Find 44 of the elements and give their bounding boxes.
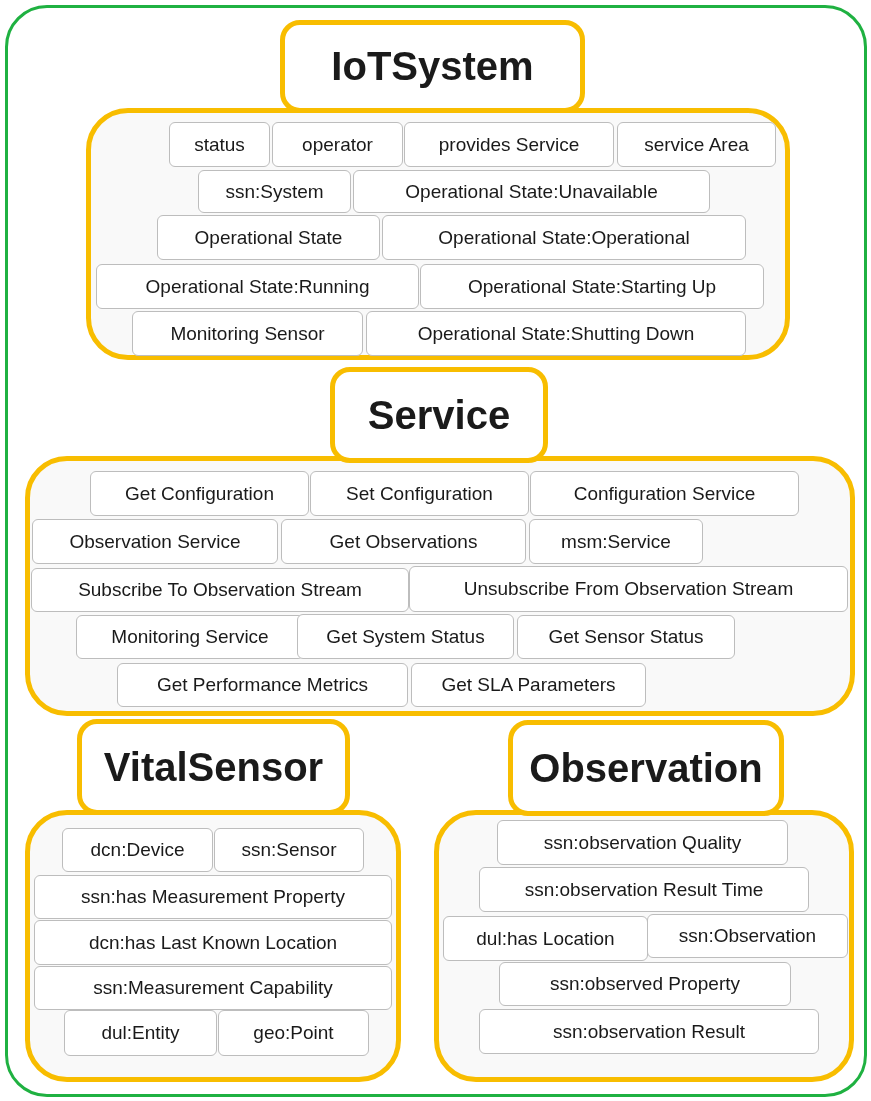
term-box: ssn:observation Quality bbox=[497, 820, 788, 865]
term-box: dcn:Device bbox=[62, 828, 213, 872]
term-box: ssn:observation Result Time bbox=[479, 867, 809, 912]
term-box: Configuration Service bbox=[530, 471, 799, 516]
term-box: ssn:Sensor bbox=[214, 828, 364, 872]
term-box: Get SLA Parameters bbox=[411, 663, 646, 707]
term-box: dcn:has Last Known Location bbox=[34, 920, 392, 965]
term-box: service Area bbox=[617, 122, 776, 167]
term-box: ssn:Measurement Capability bbox=[34, 966, 392, 1010]
term-box: provides Service bbox=[404, 122, 614, 167]
term-box: Get Configuration bbox=[90, 471, 309, 516]
term-box: ssn:System bbox=[198, 170, 351, 213]
term-box: Observation Service bbox=[32, 519, 278, 564]
term-box: Monitoring Sensor bbox=[132, 311, 363, 356]
group-panel bbox=[86, 108, 790, 360]
term-box: Set Configuration bbox=[310, 471, 529, 516]
term-box: geo:Point bbox=[218, 1010, 369, 1056]
title-box: Service bbox=[330, 367, 548, 463]
term-box: Operational State:Starting Up bbox=[420, 264, 764, 309]
term-box: operator bbox=[272, 122, 403, 167]
term-box: Subscribe To Observation Stream bbox=[31, 568, 409, 612]
term-box: Unsubscribe From Observation Stream bbox=[409, 566, 848, 612]
term-box: dul:has Location bbox=[443, 916, 648, 961]
term-box: Operational State:Shutting Down bbox=[366, 311, 746, 356]
term-box: msm:Service bbox=[529, 519, 703, 564]
term-box: Get Performance Metrics bbox=[117, 663, 408, 707]
term-box: Operational State:Unavailable bbox=[353, 170, 710, 213]
group-panel bbox=[25, 456, 855, 716]
term-box: ssn:observation Result bbox=[479, 1009, 819, 1054]
group-panel bbox=[434, 810, 854, 1082]
group-panel bbox=[25, 810, 401, 1082]
term-box: Operational State:Running bbox=[96, 264, 419, 309]
term-box: Get Observations bbox=[281, 519, 526, 564]
term-box: ssn:has Measurement Property bbox=[34, 875, 392, 919]
term-box: Get System Status bbox=[297, 614, 514, 659]
frame-border bbox=[5, 5, 867, 1097]
term-box: ssn:Observation bbox=[647, 914, 848, 958]
term-box: Operational State:Operational bbox=[382, 215, 746, 260]
term-box: dul:Entity bbox=[64, 1010, 217, 1056]
term-box: ssn:observed Property bbox=[499, 962, 791, 1006]
term-box: Get Sensor Status bbox=[517, 615, 735, 659]
term-box: Operational State bbox=[157, 215, 380, 260]
term-box: status bbox=[169, 122, 270, 167]
title-box: Observation bbox=[508, 720, 784, 816]
